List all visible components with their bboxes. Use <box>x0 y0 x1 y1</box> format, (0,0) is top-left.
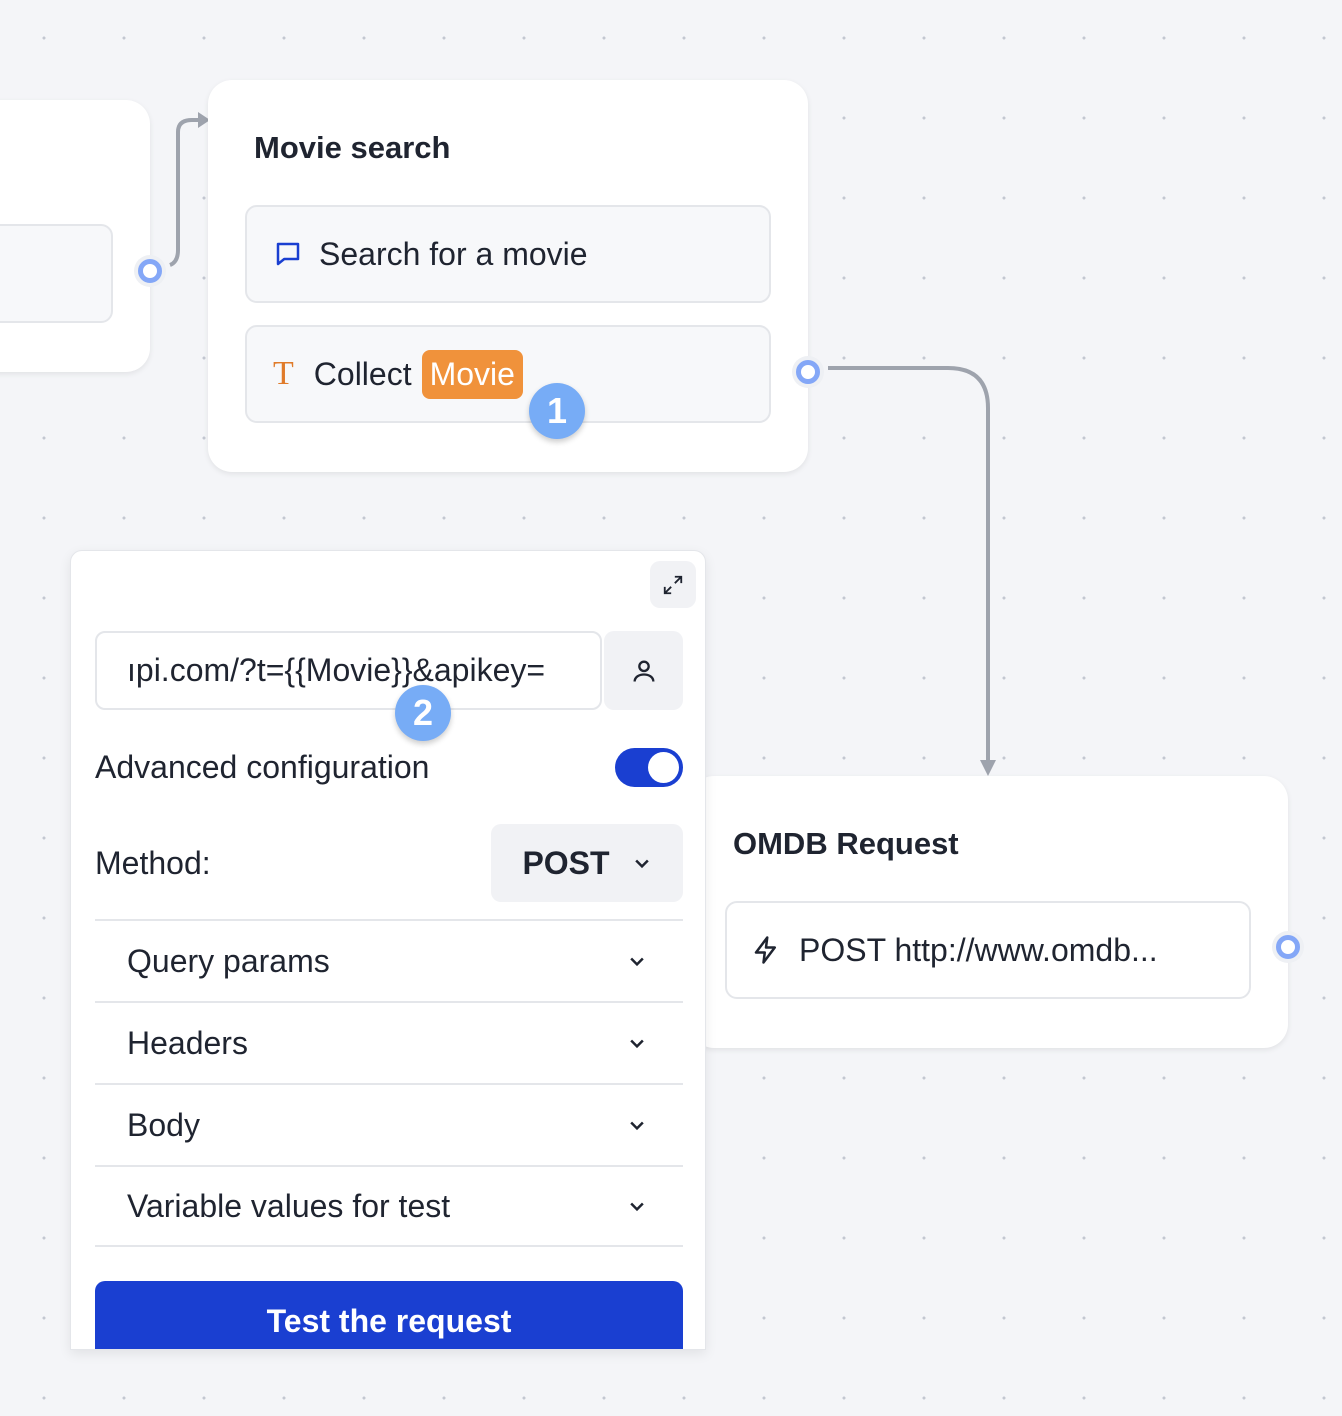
variable-tag: Movie <box>421 349 523 399</box>
text-input-item[interactable]: T Collect Movie <box>245 325 771 423</box>
section-label: Query params <box>127 942 330 979</box>
toggle-knob <box>648 752 679 783</box>
omdb-request-node[interactable]: OMDB Request POST http://www.omdb... <box>690 776 1288 1048</box>
previous-node-output-handle[interactable] <box>134 255 166 287</box>
advanced-configuration-toggle[interactable] <box>615 748 683 787</box>
user-icon <box>633 660 654 682</box>
headers-section[interactable]: Headers <box>95 1001 683 1083</box>
movie-search-node[interactable]: Movie search Search for a movie T Collec… <box>208 80 808 472</box>
step-badge-1: 1 <box>529 383 585 439</box>
variable-picker-button[interactable] <box>604 631 683 710</box>
section-label: Headers <box>127 1024 248 1061</box>
webhook-item[interactable]: POST http://www.omdb... <box>725 901 1251 999</box>
edge-left-to-movie-search <box>169 112 210 267</box>
expand-button[interactable] <box>650 561 696 608</box>
previous-node[interactable] <box>0 100 150 372</box>
lightning-icon <box>754 936 776 964</box>
section-label: Body <box>127 1106 200 1143</box>
method-value: POST <box>522 844 610 881</box>
edge-movie-search-to-omdb <box>828 366 996 776</box>
advanced-configuration-label: Advanced configuration <box>95 749 430 785</box>
variable-values-section[interactable]: Variable values for test <box>95 1165 683 1247</box>
item-text: Collect <box>313 355 412 392</box>
omdb-output-handle[interactable] <box>1272 931 1304 963</box>
expand-icon <box>663 575 683 594</box>
text-input-icon: T <box>273 355 294 392</box>
item-text: POST http://www.omdb... <box>799 931 1158 968</box>
url-value: ıpi.com/?t={{Movie}}&apikey= <box>127 652 546 688</box>
body-section[interactable]: Body <box>95 1083 683 1165</box>
previous-node-item[interactable] <box>0 224 113 323</box>
chat-bubble-icon <box>276 242 300 266</box>
text-bubble-item[interactable]: Search for a movie <box>245 205 771 303</box>
item-text: Search for a movie <box>319 235 588 272</box>
chevron-down-icon <box>634 859 649 869</box>
movie-search-output-handle[interactable] <box>792 356 824 388</box>
url-input[interactable]: ıpi.com/?t={{Movie}}&apikey= <box>95 631 602 710</box>
chevron-down-icon <box>630 1121 644 1131</box>
query-params-section[interactable]: Query params <box>95 919 683 1001</box>
section-label: Variable values for test <box>127 1187 451 1224</box>
method-select[interactable]: POST <box>491 824 683 902</box>
test-request-button[interactable]: Test the request <box>95 1281 683 1349</box>
node-title: OMDB Request <box>733 826 959 861</box>
node-title: Movie search <box>254 130 451 165</box>
chevron-down-icon <box>630 1039 644 1049</box>
chevron-down-icon <box>630 1202 644 1212</box>
webhook-settings-panel: ıpi.com/?t={{Movie}}&apikey= Advanced co… <box>70 550 706 1350</box>
method-label: Method: <box>95 845 211 881</box>
chevron-down-icon <box>630 957 644 967</box>
step-badge-2: 2 <box>395 685 451 741</box>
